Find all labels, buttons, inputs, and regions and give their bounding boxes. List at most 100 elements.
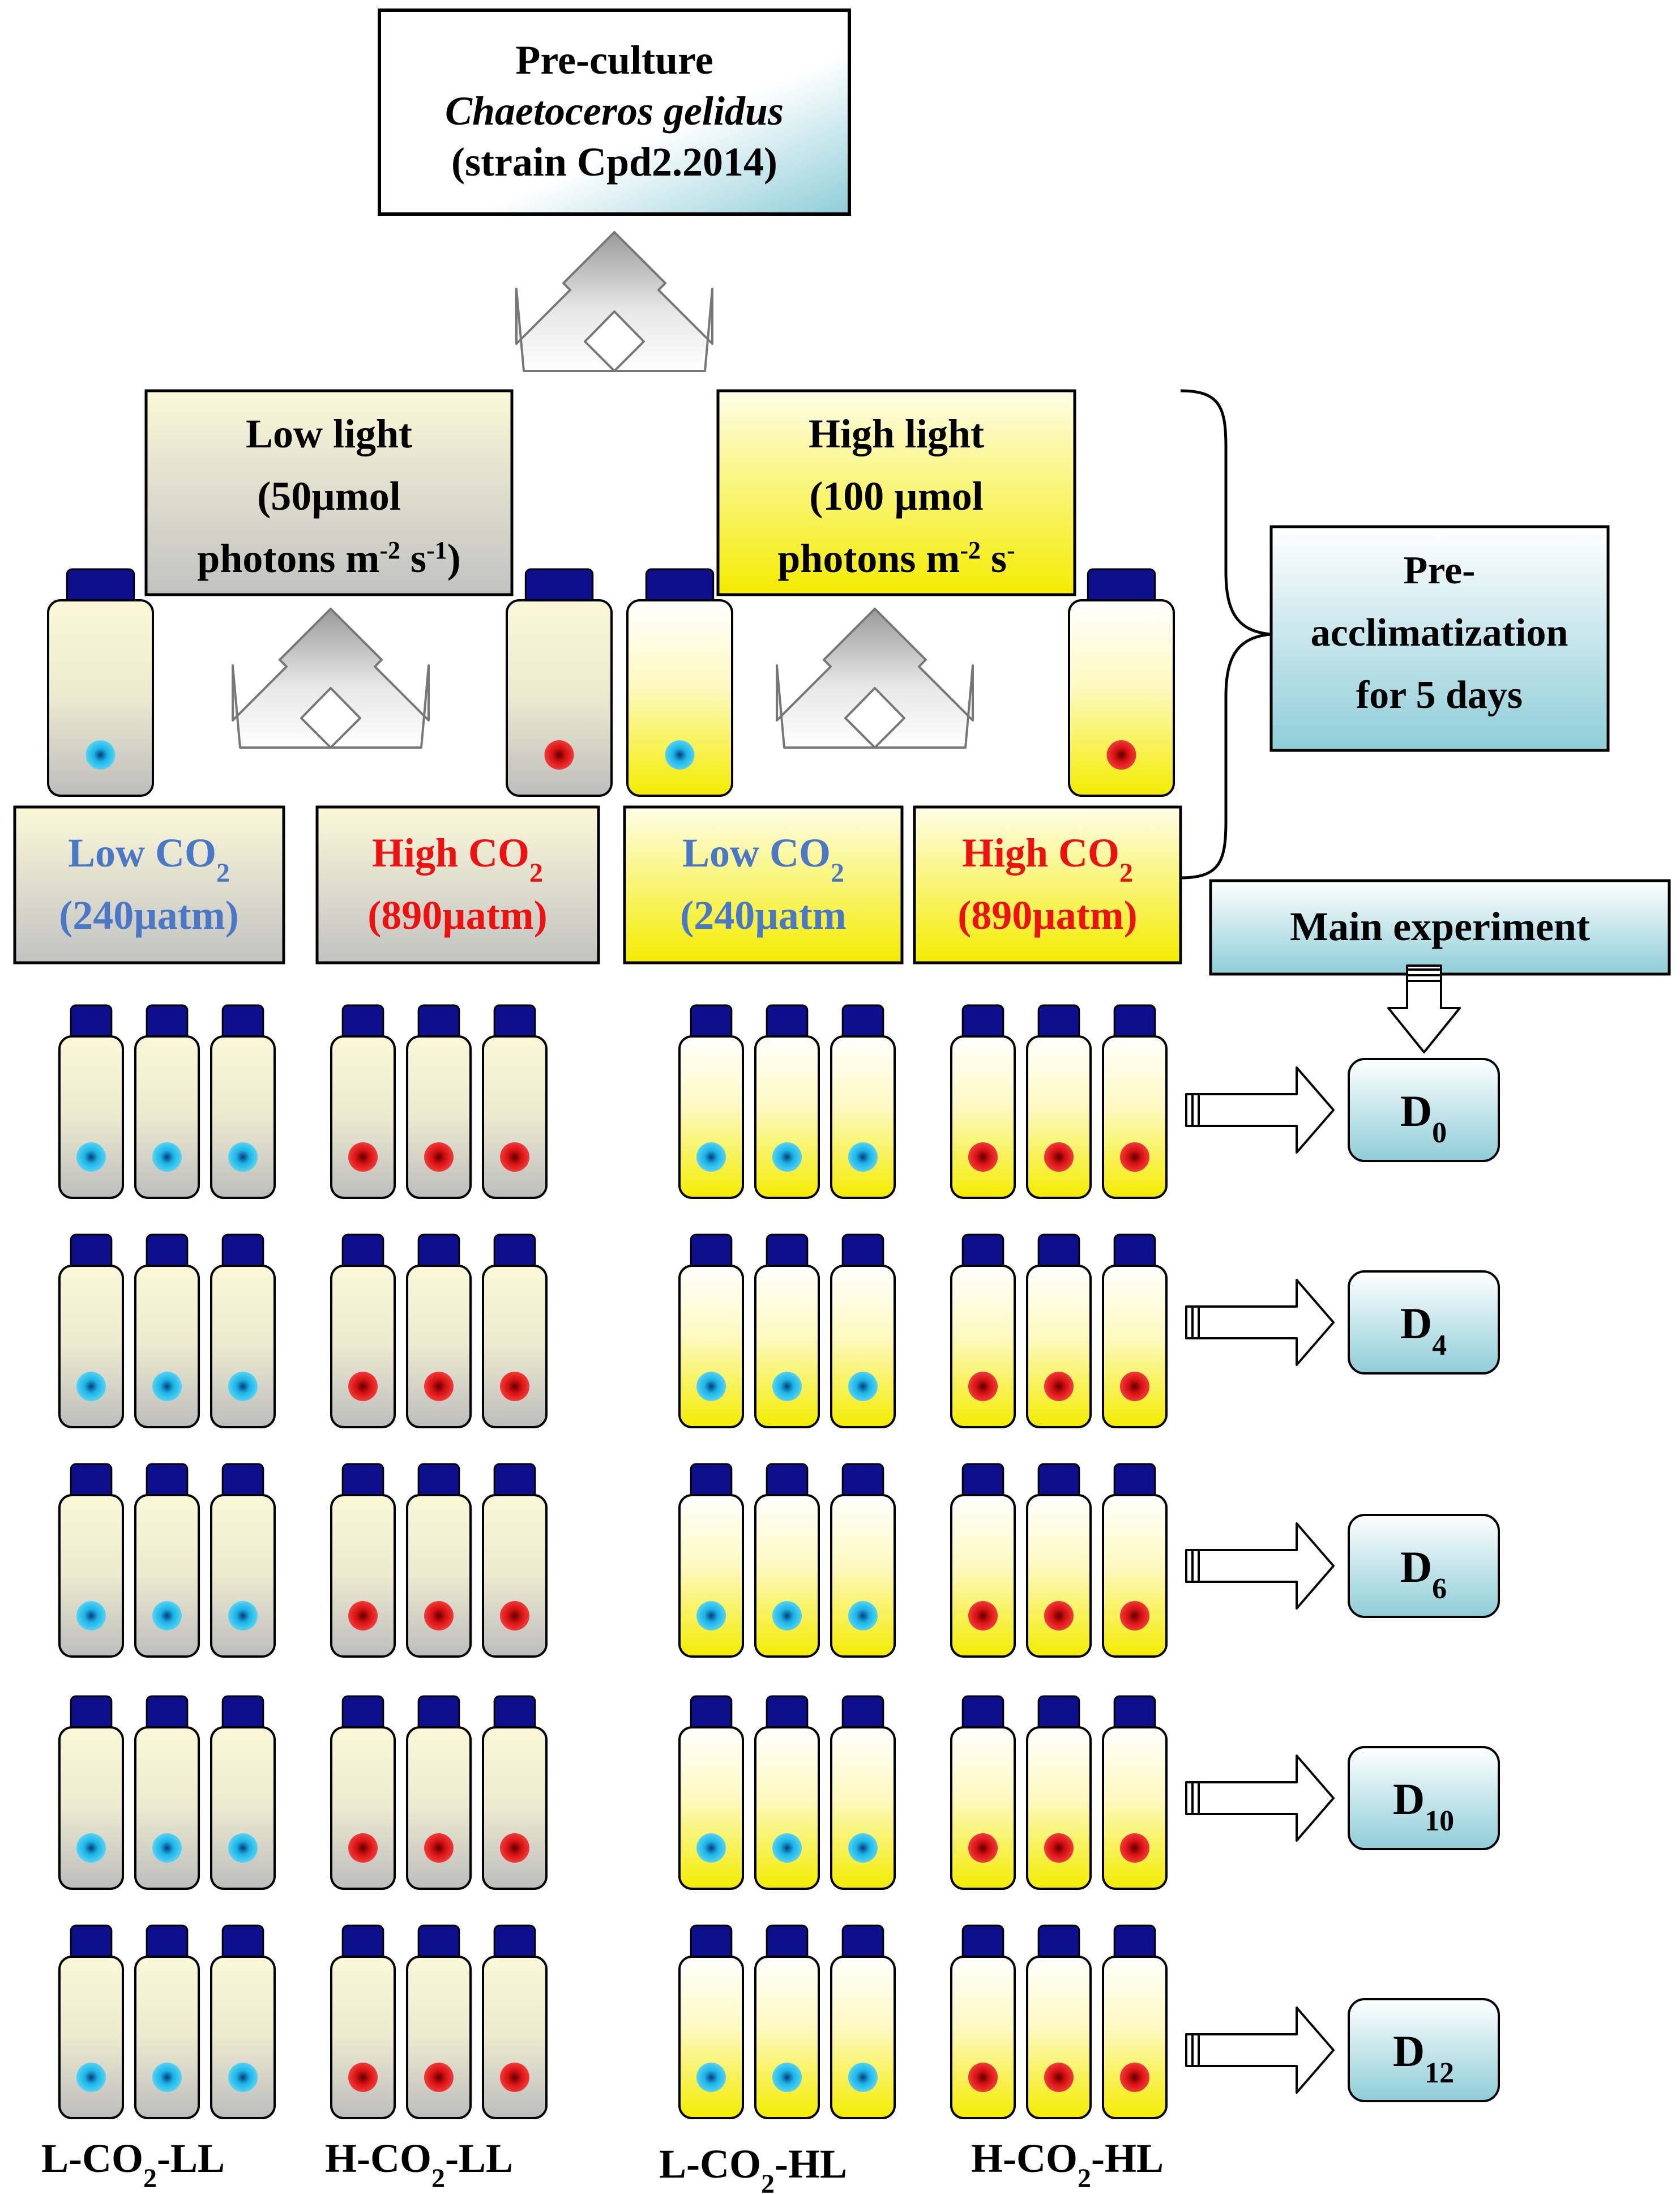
bottle-body <box>754 1726 820 1890</box>
treatment-box-high-co2-hl: High CO2 (890µatm) <box>913 805 1182 964</box>
day-arrow <box>1185 1755 1335 1842</box>
bottle-body <box>58 1494 124 1658</box>
low-light-units: photons m-2 s-1) <box>197 536 460 581</box>
treatment-box-low-co2-ll: Low CO2 (240µatm) <box>13 805 285 964</box>
culture-bottle <box>210 1924 276 2119</box>
culture-bottle <box>830 1924 896 2119</box>
low-co2-culture-dot <box>228 1142 258 1172</box>
bottle-body <box>330 1035 396 1199</box>
high-co2-culture-dot <box>1044 1833 1074 1863</box>
day-arrow <box>1185 1522 1335 1610</box>
bottle-body <box>58 1726 124 1890</box>
high-light-units: photons m-2 s- <box>777 536 1015 581</box>
culture-bottle <box>47 568 154 797</box>
culture-bottle <box>406 1233 472 1428</box>
high-co2-culture-dot <box>1120 1601 1149 1630</box>
bottle-cap <box>1037 1233 1080 1271</box>
low-light-title: Low light <box>246 411 412 456</box>
high-co2-culture-dot <box>968 1372 998 1401</box>
culture-bottle <box>678 1233 744 1428</box>
bottle-body <box>58 1265 124 1428</box>
day-label: D0 <box>1400 1086 1447 1149</box>
bottle-cap <box>1113 1004 1156 1041</box>
bottle-cap <box>766 1463 809 1500</box>
bottle-cap <box>221 1004 264 1041</box>
bottle-cap <box>961 1233 1004 1271</box>
treatment-box-high-co2-ll: High CO2 (890µatm) <box>315 805 600 964</box>
low-co2-culture-dot <box>772 2063 802 2092</box>
bottle-body <box>47 599 154 797</box>
low-co2-culture-dot <box>848 1142 878 1172</box>
culture-bottle <box>950 1924 1016 2119</box>
bottle-body <box>406 1035 472 1199</box>
culture-bottle <box>1102 1924 1168 2119</box>
bottle-cap <box>70 1695 113 1732</box>
bottle-cap <box>1037 1695 1080 1732</box>
bottle-cap <box>841 1924 884 1962</box>
culture-bottle <box>1102 1695 1168 1890</box>
bottle-body <box>678 1494 744 1658</box>
bottle-body <box>482 1726 548 1890</box>
bottle-cap <box>70 1463 113 1500</box>
bottle-body <box>330 1726 396 1890</box>
bottle-cap <box>961 1924 1004 1962</box>
high-co2-culture-dot <box>1120 1142 1149 1172</box>
high-light-title: High light <box>809 411 984 456</box>
bottle-cap <box>70 1004 113 1041</box>
culture-bottle <box>1026 1463 1092 1658</box>
bottle-cap <box>524 568 594 605</box>
preacclimatization-box: Pre- acclimatization for 5 days <box>1269 525 1610 752</box>
bottle-cap <box>493 1924 536 1962</box>
bottle-body <box>482 1956 548 2119</box>
bottle-cap <box>766 1924 809 1962</box>
bottle-body <box>482 1035 548 1199</box>
bottle-body <box>678 1956 744 2119</box>
bottle-body <box>678 1035 744 1199</box>
split-arrow-top <box>515 231 713 372</box>
low-co2-culture-dot <box>76 1372 106 1401</box>
bottle-cap <box>493 1004 536 1041</box>
preacclimatization-brace <box>1180 389 1272 880</box>
culture-bottle <box>830 1004 896 1199</box>
high-co2-culture-dot <box>1044 1372 1074 1401</box>
bottle-body <box>210 1035 276 1199</box>
high-co2-culture-dot <box>1120 2063 1149 2092</box>
culture-bottle <box>1026 1004 1092 1199</box>
group-label-h-co2-hl: H-CO2-HL <box>971 2136 1164 2193</box>
culture-bottle <box>134 1695 200 1890</box>
bottle-cap <box>766 1004 809 1041</box>
culture-bottle <box>1026 1924 1092 2119</box>
bottle-cap <box>1087 568 1156 605</box>
culture-bottle <box>1026 1233 1092 1428</box>
bottle-body <box>406 1956 472 2119</box>
bottle-body <box>506 599 613 797</box>
bottle-cap <box>961 1004 1004 1041</box>
high-co2-culture-dot <box>1120 1372 1149 1401</box>
high-co2-culture-dot <box>1044 1601 1074 1630</box>
culture-bottle <box>678 1463 744 1658</box>
main-experiment-box: Main experiment <box>1209 879 1671 976</box>
culture-bottle <box>754 1004 820 1199</box>
culture-bottle <box>330 1924 396 2119</box>
low-co2-culture-dot <box>772 1601 802 1630</box>
day-label: D6 <box>1400 1542 1447 1605</box>
bottle-body <box>58 1956 124 2119</box>
low-co2-culture-dot <box>772 1142 802 1172</box>
treatment-co2-label: Low CO2 <box>68 830 230 888</box>
bottle-cap <box>221 1463 264 1500</box>
culture-bottle <box>950 1463 1016 1658</box>
high-co2-culture-dot <box>500 1372 529 1401</box>
culture-bottle <box>406 1004 472 1199</box>
treatment-box-low-co2-hl: Low CO2 (240µatm <box>623 805 904 964</box>
low-co2-culture-dot <box>76 2063 106 2092</box>
bottle-body <box>134 1726 200 1890</box>
low-co2-culture-dot <box>696 1833 726 1863</box>
bottle-cap <box>221 1924 264 1962</box>
culture-bottle <box>482 1463 548 1658</box>
low-co2-culture-dot <box>152 1601 182 1630</box>
bottle-cap <box>66 568 135 605</box>
low-co2-culture-dot <box>228 1372 258 1401</box>
bottle-cap <box>341 1233 384 1271</box>
culture-bottle <box>1068 568 1175 797</box>
